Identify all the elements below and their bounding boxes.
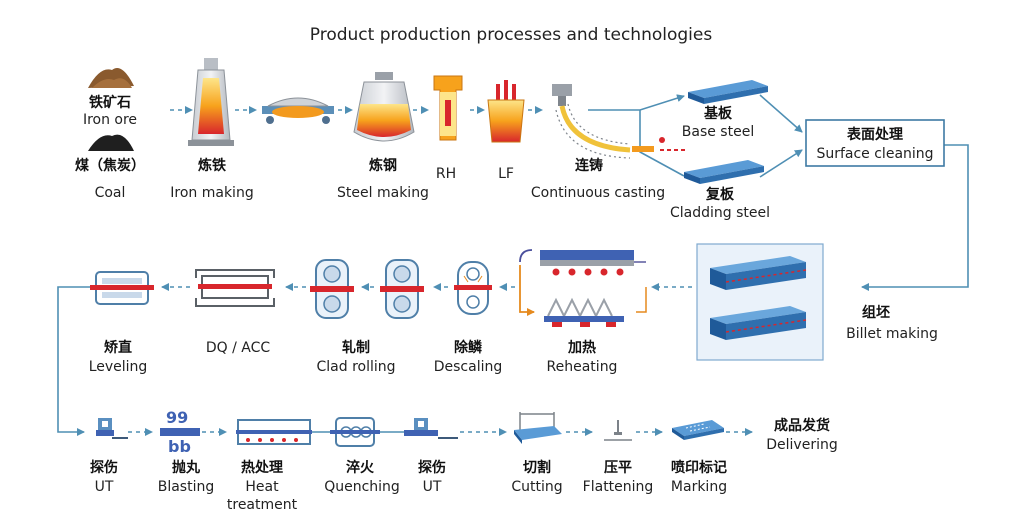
- cladding-steel-plate-icon: [684, 160, 764, 184]
- ut2-en: UT: [423, 479, 442, 495]
- leveling-icon: [90, 271, 154, 305]
- leveling-en: Leveling: [89, 359, 148, 375]
- surface-cleaning-zh: 表面处理: [846, 126, 903, 143]
- svg-text:bb: bb: [168, 437, 191, 456]
- diagram-title: Product production processes and technol…: [310, 25, 713, 45]
- marking-en: Marking: [671, 479, 727, 495]
- clad-rolling-zh: 轧制: [342, 339, 370, 356]
- descaling-icon: [454, 261, 492, 315]
- reheating-furnace-icon: [519, 249, 647, 327]
- coal-icon: [88, 134, 134, 151]
- lf-furnace-icon: [487, 80, 525, 143]
- heat-treatment-zh: 热处理: [241, 459, 283, 476]
- ut2-zh: 探伤: [418, 459, 446, 476]
- iron-making-en: Iron making: [170, 185, 253, 201]
- marking-zh: 喷印标记: [671, 459, 727, 476]
- cutting-machine-icon: [514, 412, 562, 444]
- iron-ore-icon: [88, 68, 134, 88]
- cladding-steel-en: Cladding steel: [670, 205, 770, 221]
- base-steel-plate-icon: [688, 80, 768, 104]
- iron-ore-en: Iron ore: [83, 112, 137, 128]
- heat-treatment-en-1: Heat: [245, 479, 279, 495]
- surface-cleaning-en: Surface cleaning: [816, 146, 933, 162]
- rh-label: RH: [436, 166, 456, 182]
- billet-making-icon: [696, 243, 824, 361]
- continuous-casting-en: Continuous casting: [531, 185, 665, 201]
- clad-rolling-en: Clad rolling: [316, 359, 395, 375]
- dq-acc-icon: [195, 269, 275, 307]
- base-steel-zh: 基板: [704, 105, 733, 122]
- blasting-zh: 抛丸: [172, 459, 201, 476]
- billet-making-en: Billet making: [846, 326, 938, 342]
- reheating-zh: 加热: [567, 339, 596, 356]
- cutting-en: Cutting: [511, 479, 562, 495]
- base-steel-en: Base steel: [682, 124, 754, 140]
- continuous-casting-zh: 连铸: [575, 157, 603, 174]
- quenching-zh: 淬火: [346, 459, 375, 476]
- converter-icon: [353, 72, 415, 142]
- lf-label: LF: [498, 166, 514, 182]
- surface-cleaning-box: [805, 119, 945, 167]
- descaling-zh: 除鳞: [454, 339, 483, 356]
- iron-making-zh: 炼铁: [198, 157, 226, 174]
- flattening-en: Flattening: [583, 479, 654, 495]
- delivering-en: Delivering: [766, 437, 837, 453]
- blasting-en: Blasting: [158, 479, 215, 495]
- svg-text:99: 99: [166, 408, 188, 427]
- reheating-en: Reheating: [547, 359, 618, 375]
- torpedo-car-icon: [262, 97, 334, 124]
- cladding-steel-zh: 复板: [705, 186, 735, 203]
- iron-ore-zh: 铁矿石: [89, 94, 131, 111]
- marking-plate-icon: [672, 420, 724, 440]
- coal-zh: 煤（焦炭）: [75, 157, 145, 174]
- quenching-icon: [330, 417, 380, 447]
- billet-making-zh: 组坯: [862, 304, 890, 321]
- flattening-zh: 压平: [604, 460, 632, 476]
- steel-making-zh: 炼钢: [369, 157, 397, 174]
- row2-flow-lines: [57, 283, 692, 436]
- quenching-en: Quenching: [324, 479, 400, 495]
- rh-vessel-icon: [433, 75, 463, 141]
- clad-rolling-icon: [310, 259, 424, 319]
- coal-en: Coal: [95, 185, 126, 201]
- steel-making-en: Steel making: [337, 185, 429, 201]
- blast-furnace-icon: [188, 58, 234, 146]
- ut1-zh: 探伤: [90, 459, 118, 476]
- descaling-en: Descaling: [434, 359, 503, 375]
- delivering-zh: 成品发货: [774, 417, 830, 434]
- ut-scanner-icon-2: [404, 418, 458, 439]
- ut-scanner-icon-1: [96, 418, 128, 439]
- ut1-en: UT: [95, 479, 114, 495]
- cutting-zh: 切割: [523, 459, 551, 476]
- flattening-press-icon: [604, 420, 632, 441]
- dq-acc-label: DQ / ACC: [206, 340, 271, 356]
- leveling-zh: 矫直: [104, 339, 132, 356]
- continuous-casting-icon: [552, 84, 688, 159]
- heat-treatment-en-2: treatment: [227, 497, 298, 513]
- blasting-icon: 99 bb: [160, 408, 200, 456]
- heat-treatment-furnace-icon: [236, 419, 312, 445]
